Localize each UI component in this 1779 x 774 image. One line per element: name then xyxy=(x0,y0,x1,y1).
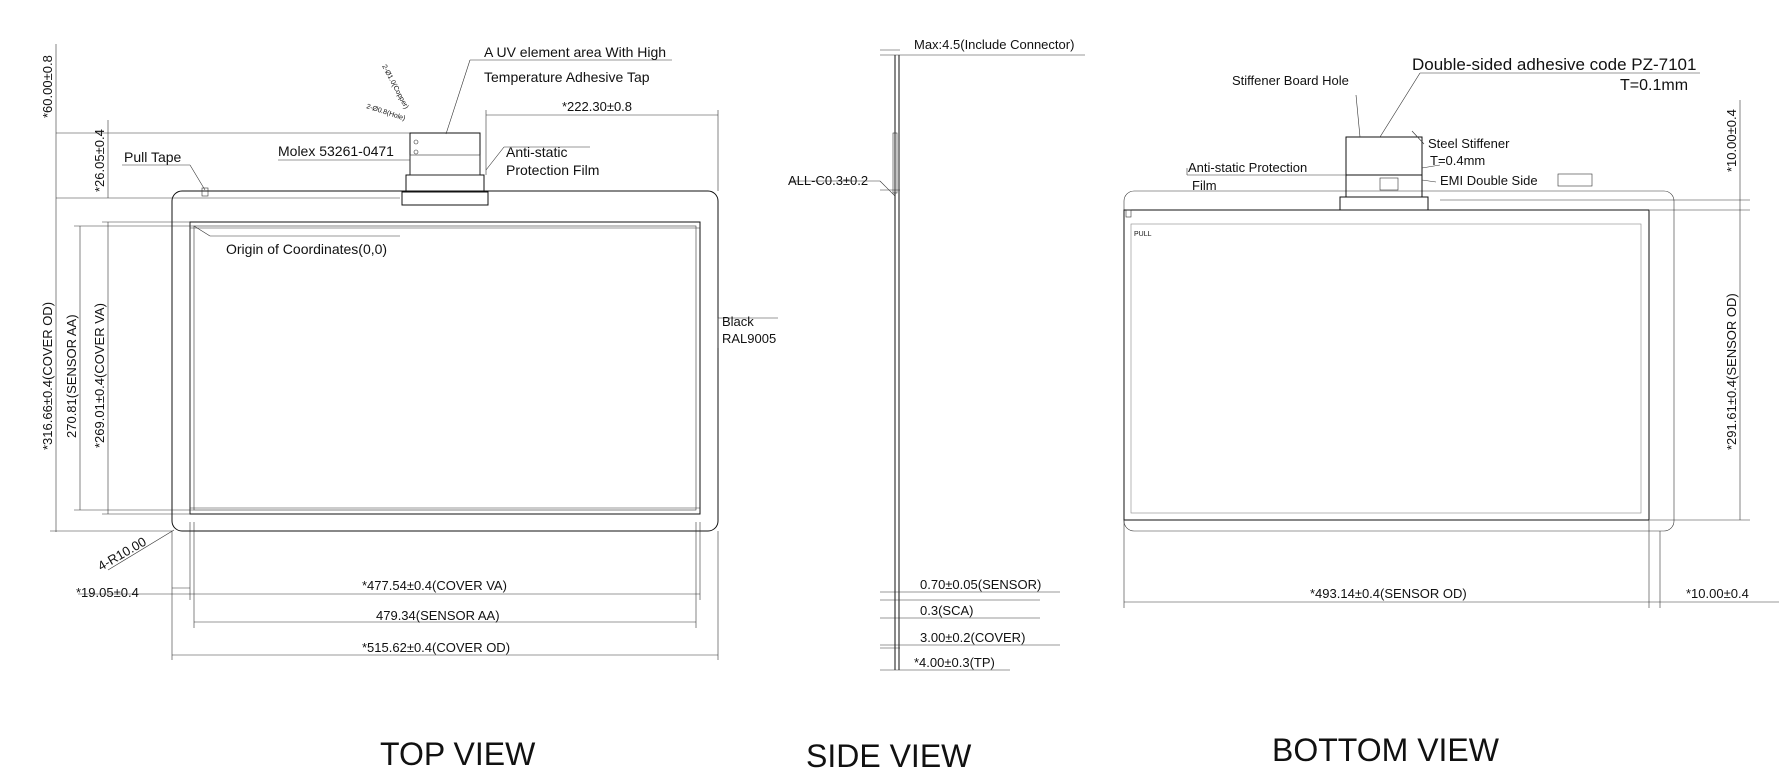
antistatic-label-2: Protection Film xyxy=(506,162,599,178)
ral-label: RAL9005 xyxy=(722,331,776,346)
steel-stiffener xyxy=(1345,136,1423,176)
black-label: Black xyxy=(722,314,754,329)
cover-od-height: *316.66±0.4(COVER OD) xyxy=(40,302,55,450)
top-view: A UV element area With High Temperature … xyxy=(40,44,778,772)
sca-thickness: 0.3(SCA) xyxy=(920,603,973,618)
width-10: *10.00±0.4 xyxy=(1686,586,1749,601)
emi-label: EMI Double Side xyxy=(1440,173,1538,188)
copper-note: 2-Ø1.0(Copper) xyxy=(380,64,409,111)
steel-t-label: T=0.4mm xyxy=(1430,153,1485,168)
top-view-title: TOP VIEW xyxy=(380,736,536,772)
sensor-od-outline xyxy=(1123,209,1650,521)
connector-width-dim: *222.30±0.8 xyxy=(562,99,632,114)
sensor-aa-height: 270.81(SENSOR AA) xyxy=(64,314,79,438)
pull-label: PULL xyxy=(1134,231,1152,238)
bottom-view: Stiffener Board Hole Double-sided adhesi… xyxy=(1123,55,1779,768)
film-label: Film xyxy=(1192,178,1217,193)
antistatic-label: Anti-static xyxy=(506,144,567,160)
max-label: Max:4.5(Include Connector) xyxy=(914,37,1074,52)
molex-label: Molex 53261-0471 xyxy=(278,143,394,159)
hole-note: 2-Ø0.8(Hole) xyxy=(365,103,406,122)
pull-tape xyxy=(201,187,209,197)
fpc-tail xyxy=(401,191,489,206)
height-60: *60.00±0.8 xyxy=(40,55,55,118)
chamfer-label: ALL-C0.3±0.2 xyxy=(788,173,868,188)
uv-area-label: A UV element area With High xyxy=(484,44,666,60)
steel-label: Steel Stiffener xyxy=(1428,136,1510,151)
tp-thickness: *4.00±0.3(TP) xyxy=(914,655,995,670)
adhesive-label: Double-sided adhesive code PZ-7101 xyxy=(1412,55,1696,74)
height-10: *10.00±0.4 xyxy=(1724,109,1739,172)
antistatic-label: Anti-static Protection xyxy=(1188,160,1307,175)
connector-tail xyxy=(1339,196,1429,211)
adhesive-t-label: T=0.1mm xyxy=(1620,77,1688,94)
sensor-od-height: *291.61±0.4(SENSOR OD) xyxy=(1724,293,1739,450)
connector-body xyxy=(405,174,485,193)
sensor-od-width: *493.14±0.4(SENSOR OD) xyxy=(1310,586,1467,601)
sensor-aa-width: 479.34(SENSOR AA) xyxy=(376,608,500,623)
uv-element-area xyxy=(409,132,481,176)
radius-label: 4-R10.00 xyxy=(95,534,149,574)
sensor-inner-outline xyxy=(1130,223,1642,514)
stiffener-hole-label: Stiffener Board Hole xyxy=(1232,73,1349,88)
pull-tape-label: Pull Tape xyxy=(124,149,182,165)
cover-od-width: *515.62±0.4(COVER OD) xyxy=(362,640,510,655)
cover-outline xyxy=(171,190,719,532)
cover-thickness: 3.00±0.2(COVER) xyxy=(920,630,1025,645)
emi-tape xyxy=(1345,174,1423,198)
dim-19: *19.05±0.4 xyxy=(76,585,139,600)
bottom-view-title: BOTTOM VIEW xyxy=(1272,732,1500,768)
cover-va-width: *477.54±0.4(COVER VA) xyxy=(362,578,507,593)
cover-va-height: *269.01±0.4(COVER VA) xyxy=(92,303,107,448)
side-view-title: SIDE VIEW xyxy=(806,738,972,774)
origin-label: Origin of Coordinates(0,0) xyxy=(226,241,387,257)
uv-area-label-2: Temperature Adhesive Tap xyxy=(484,69,650,85)
sensor-aa-outline xyxy=(193,225,697,511)
side-view: Max:4.5(Include Connector) ALL-C0.3±0.2 … xyxy=(788,37,1085,774)
sensor-thickness: 0.70±0.05(SENSOR) xyxy=(920,577,1041,592)
emi-legend-swatch xyxy=(1557,173,1593,187)
cover-outline xyxy=(1123,190,1675,532)
height-26: *26.05±0.4 xyxy=(92,129,107,192)
